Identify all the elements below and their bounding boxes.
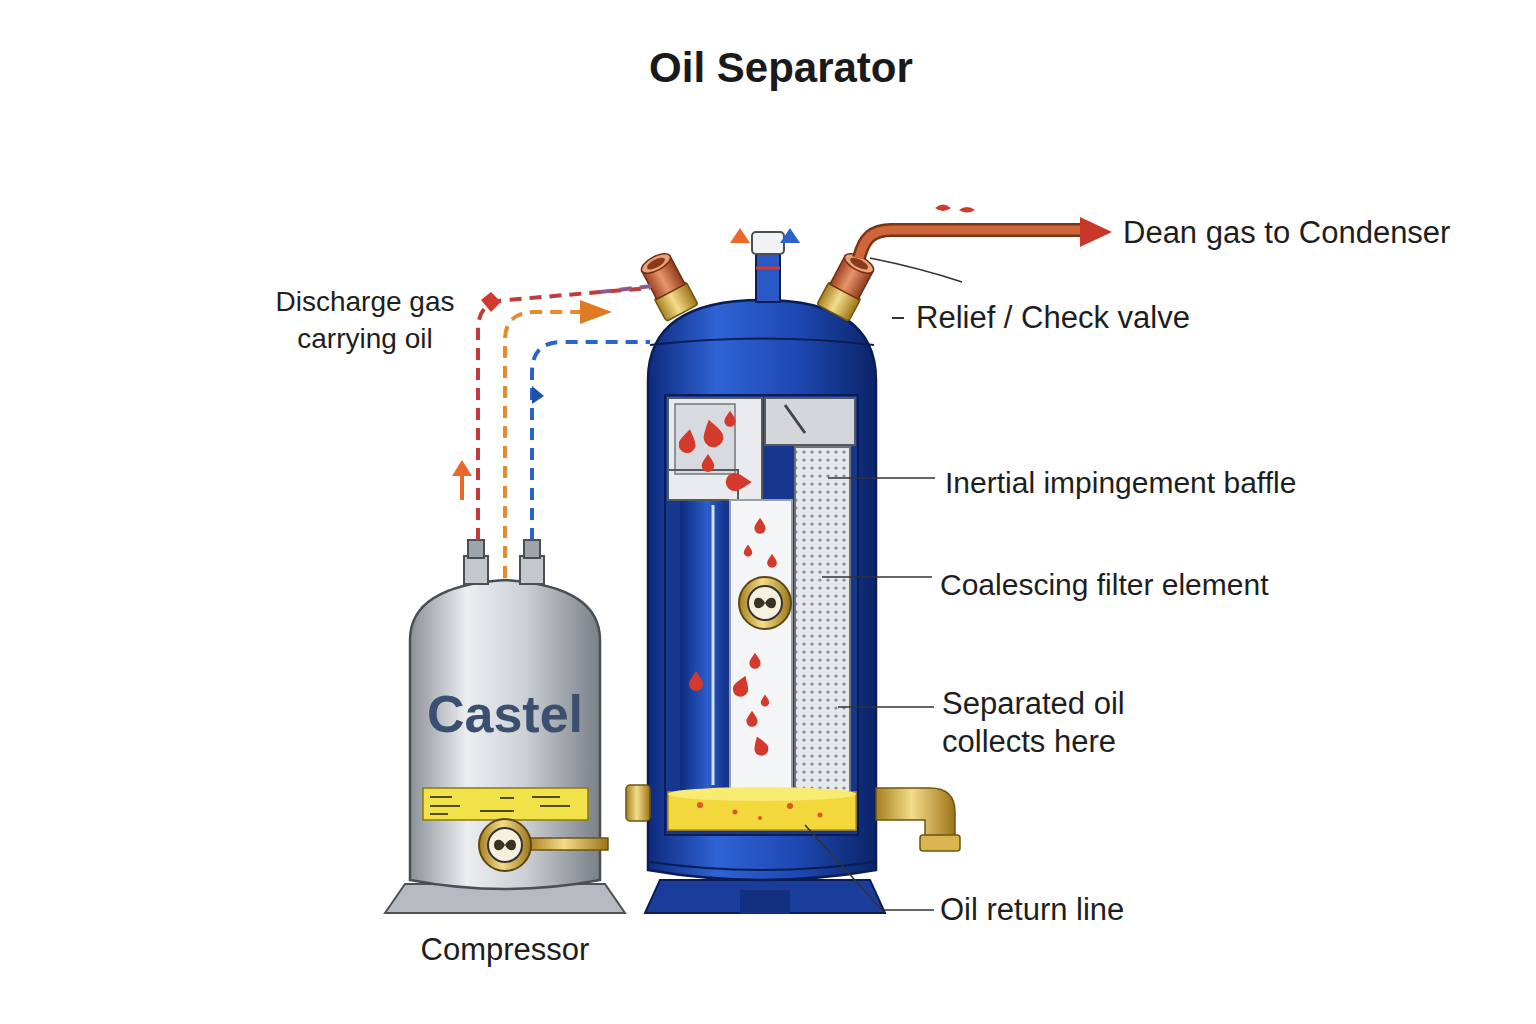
nameplate-marks bbox=[430, 797, 570, 814]
leader-line bbox=[870, 258, 962, 282]
outlet-chamber bbox=[765, 398, 855, 445]
baffle-edge bbox=[668, 470, 762, 500]
oil-droplet bbox=[677, 428, 698, 455]
oil-droplet bbox=[699, 417, 725, 449]
flow-arrowhead bbox=[1080, 217, 1112, 247]
weld-seam bbox=[650, 339, 874, 346]
fitting-nut bbox=[920, 835, 960, 851]
part-label: Coalescing filter element bbox=[940, 566, 1360, 604]
oil-speck bbox=[818, 813, 823, 818]
flow-mark bbox=[481, 292, 501, 312]
flow-arrowhead bbox=[580, 300, 612, 324]
oil-droplet bbox=[724, 411, 735, 427]
oil-droplet bbox=[689, 671, 703, 691]
node-caption: Compressor bbox=[400, 932, 610, 968]
flow-label: Dean gas to Condenser bbox=[1123, 214, 1523, 252]
oil-droplet bbox=[702, 454, 715, 472]
oil-speck bbox=[758, 816, 762, 820]
relief-valve-body bbox=[756, 252, 780, 302]
oil-speck bbox=[787, 803, 793, 809]
coalescing-element bbox=[795, 447, 850, 792]
oil-speck bbox=[733, 810, 738, 815]
flow-arrow bbox=[780, 228, 800, 243]
oil-surface bbox=[668, 787, 856, 801]
separator-feet bbox=[645, 880, 885, 913]
leader-line bbox=[838, 706, 934, 708]
leader-line bbox=[892, 317, 904, 319]
discharge-pipe bbox=[859, 230, 1082, 258]
oil-droplet bbox=[767, 554, 777, 568]
discharge-flow bbox=[505, 312, 590, 578]
leader-line bbox=[822, 576, 932, 578]
diagram-title: Oil Separator bbox=[13, 44, 1536, 92]
separator-shell bbox=[648, 300, 876, 880]
cutaway-window bbox=[665, 395, 858, 835]
oil-droplet bbox=[761, 695, 769, 707]
nameplate bbox=[423, 788, 588, 820]
outlet-nozzle bbox=[817, 249, 878, 322]
brand-label: Castel bbox=[400, 684, 610, 744]
leader-line bbox=[805, 825, 934, 910]
valve-stripe bbox=[756, 267, 780, 270]
part-label: Relief / Check valve bbox=[916, 299, 1316, 337]
part-label: Separated oil collects here bbox=[942, 685, 1172, 761]
flow-mark bbox=[959, 207, 975, 213]
baffle-plate bbox=[675, 404, 735, 474]
inner-tube bbox=[730, 500, 792, 792]
discharge-pipe bbox=[859, 230, 1082, 258]
inlet-fitting bbox=[626, 785, 650, 821]
check-flap bbox=[785, 405, 805, 433]
separator-base bbox=[740, 890, 790, 914]
compressor-unit: CastelCompressor bbox=[400, 560, 610, 970]
flow-label: Discharge gas carrying oil bbox=[245, 283, 485, 357]
compressor-port bbox=[464, 556, 488, 584]
highlight bbox=[712, 505, 715, 785]
flow-arrowhead bbox=[532, 386, 544, 404]
oil-droplet bbox=[744, 545, 752, 557]
oil-droplet bbox=[750, 734, 770, 758]
part-label: Inertial impingement baffle bbox=[945, 464, 1365, 502]
flow-arrow bbox=[460, 474, 464, 500]
discharge-flow bbox=[532, 342, 650, 540]
compressor-port bbox=[468, 540, 484, 558]
inner-wall bbox=[680, 500, 726, 792]
flow-mark bbox=[935, 205, 951, 212]
part-label: Oil return line bbox=[940, 891, 1340, 929]
oil-droplet bbox=[746, 711, 757, 727]
oil-droplet bbox=[754, 518, 765, 534]
flow-arrow bbox=[730, 228, 750, 243]
oil-droplet bbox=[726, 473, 752, 491]
relief-valve-cap bbox=[752, 232, 784, 254]
compressor-port bbox=[524, 540, 540, 558]
compressor-port bbox=[520, 556, 544, 584]
flow-arrowhead bbox=[452, 460, 472, 476]
oil-speck bbox=[697, 802, 703, 808]
impingement-baffle bbox=[668, 398, 762, 500]
oil-return-tube bbox=[528, 838, 608, 850]
oil-droplet bbox=[731, 673, 753, 699]
sight-glass bbox=[479, 819, 531, 871]
oil-droplet bbox=[749, 653, 760, 669]
leader-line bbox=[828, 477, 935, 479]
discharge-flow bbox=[600, 286, 652, 292]
sight-glass bbox=[739, 577, 791, 629]
